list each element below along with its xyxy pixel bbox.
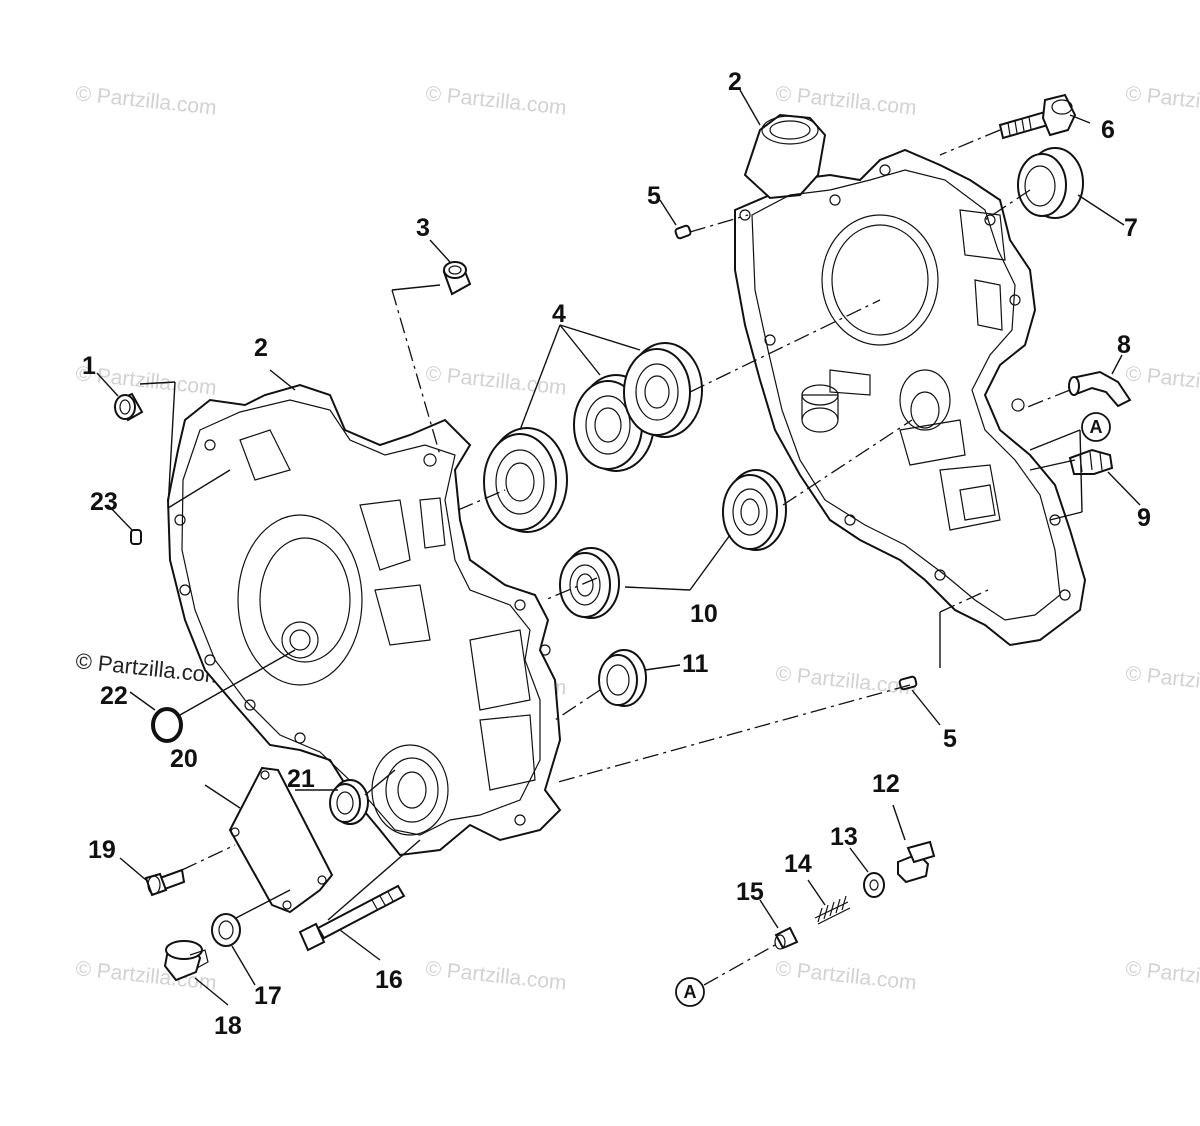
- washer-icon: [211, 913, 241, 947]
- leader-lines: [96, 89, 1141, 1006]
- watermark: © Partzilla.com: [424, 362, 567, 400]
- o-ring-icon: [151, 707, 183, 743]
- watermark: © Partzilla.com: [424, 82, 567, 120]
- washer-icon: [863, 872, 885, 898]
- callout-labels: 1 2 2 3 4 5 5 6 7 8 9 10 11 12 13 14 15 …: [82, 68, 1151, 1040]
- callout-4: 4: [552, 300, 566, 328]
- callout-5-upper: 5: [647, 182, 661, 210]
- watermark: © Partzilla.com: [774, 957, 917, 995]
- bearing-icon: [623, 342, 703, 438]
- callout-2-left: 2: [254, 334, 268, 362]
- long-bolt-icon: [298, 884, 406, 952]
- callout-3: 3: [416, 214, 430, 242]
- callout-14: 14: [784, 850, 812, 878]
- callout-10: 10: [690, 600, 718, 628]
- bearing-icon: [598, 649, 647, 707]
- watermark: © Partzilla.com: [74, 362, 217, 400]
- dowel-bushing-icon: [442, 261, 472, 296]
- cover-plate-icon: [228, 766, 334, 914]
- plug-icon: [163, 940, 209, 982]
- callout-2-right: 2: [728, 68, 742, 96]
- screw-icon: [144, 868, 186, 897]
- ref-marker-icon: A: [1081, 412, 1111, 442]
- callout-19: 19: [88, 836, 116, 864]
- bearing-icon: [722, 469, 787, 551]
- nipple-fitting-icon: [1068, 448, 1114, 475]
- bolt-icon: [998, 93, 1077, 140]
- dowel-pin-icon: [674, 224, 692, 240]
- callout-9: 9: [1137, 504, 1151, 532]
- ref-label: A: [684, 982, 697, 1002]
- callout-11: 11: [682, 650, 709, 678]
- callout-17: 17: [254, 982, 282, 1010]
- callout-6: 6: [1101, 116, 1115, 144]
- plunger-icon: [774, 926, 799, 950]
- crankcase-left-half-icon: [166, 383, 562, 857]
- callout-13: 13: [830, 823, 858, 851]
- callout-20: 20: [170, 745, 198, 773]
- callout-15: 15: [736, 878, 764, 906]
- callout-8: 8: [1117, 331, 1131, 359]
- watermark: © Partzilla.com: [774, 82, 917, 120]
- spring-icon: [814, 895, 851, 925]
- callout-16: 16: [375, 966, 403, 994]
- callout-22: 22: [100, 682, 128, 710]
- watermark: © Partzilla.com: [1124, 362, 1200, 400]
- watermark: © Partzilla.com: [74, 82, 217, 120]
- bearing-icon: [483, 427, 568, 533]
- plug-bolt-icon: [897, 840, 936, 884]
- elbow-fitting-icon: [1068, 370, 1132, 408]
- watermark: © Partzilla.com: [1124, 957, 1200, 995]
- ref-label: A: [1090, 417, 1103, 437]
- callout-12: 12: [872, 770, 900, 798]
- callout-18: 18: [214, 1012, 242, 1040]
- watermark: © Partzilla.com: [1124, 82, 1200, 120]
- ref-marker-icon: A: [675, 977, 705, 1007]
- watermark: © Partzilla.com: [1124, 662, 1200, 700]
- callout-7: 7: [1124, 214, 1138, 242]
- bearing-icon: [559, 547, 620, 619]
- callout-1: 1: [82, 352, 96, 380]
- dowel-pin-icon: [130, 529, 142, 545]
- bushing-icon: [114, 392, 144, 422]
- callout-23: 23: [90, 488, 118, 516]
- callout-5-lower: 5: [943, 725, 957, 753]
- crankcase-right-half-icon: [734, 113, 1087, 647]
- watermark: © Partzilla.com: [774, 662, 917, 700]
- oil-seal-icon: [329, 779, 369, 825]
- oil-seal-icon: [1017, 147, 1084, 219]
- callout-21: 21: [287, 765, 315, 793]
- watermark: © Partzilla.com: [424, 957, 567, 995]
